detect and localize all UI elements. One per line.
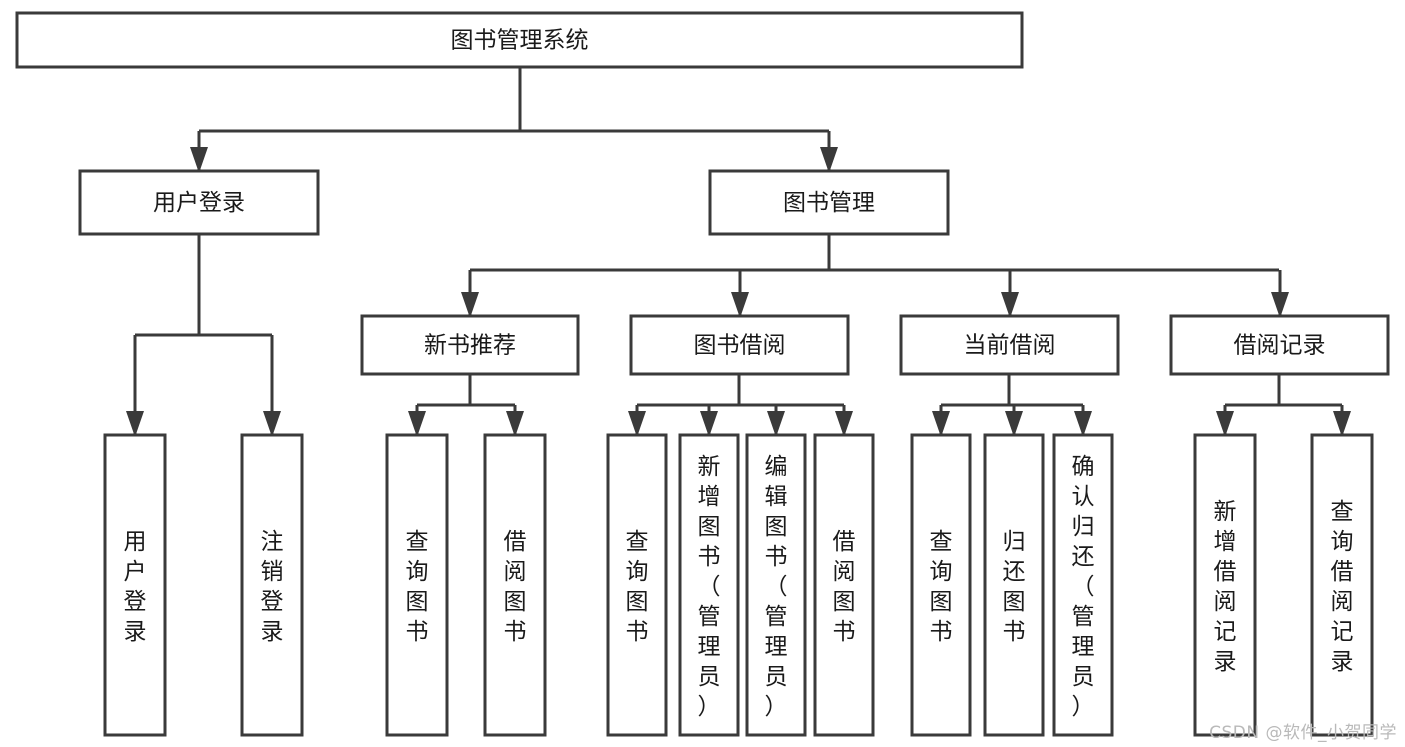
arrow-down-icon-book-borrow xyxy=(731,292,749,318)
node-box-leaf-query-borrow-record xyxy=(1310,433,1374,737)
node-box-leaf-query-book-cur xyxy=(910,433,972,737)
node-leaf-add-book-admin[interactable]: 新增图书（管理员） xyxy=(678,433,740,737)
node-leaf-user-logout[interactable]: 注销登录 xyxy=(240,433,304,737)
node-box-new-book-recommend xyxy=(360,314,580,376)
node-label-current-borrow: 当前借阅 xyxy=(964,333,1056,359)
arrow-down-icon-leaf-add-book-admin xyxy=(700,411,718,437)
node-leaf-return-book[interactable]: 归还图书 xyxy=(983,433,1045,737)
node-leaf-borrow-book-rec[interactable]: 借阅图书 xyxy=(483,433,547,737)
node-label-leaf-confirm-return-admin: 确认归还（管理员） xyxy=(1072,454,1095,720)
node-new-book-recommend[interactable]: 新书推荐 xyxy=(360,314,580,376)
node-leaf-query-book-rec[interactable]: 查询图书 xyxy=(385,433,449,737)
arrow-down-icon-leaf-return-book xyxy=(1005,411,1023,437)
connectors-layer xyxy=(126,67,1351,437)
node-box-leaf-return-book xyxy=(983,433,1045,737)
node-leaf-user-login[interactable]: 用户登录 xyxy=(103,433,167,737)
node-leaf-borrow-book-bor[interactable]: 借阅图书 xyxy=(813,433,875,737)
arrow-down-icon-leaf-user-logout xyxy=(263,411,281,437)
node-label-leaf-user-login: 用户登录 xyxy=(124,529,147,645)
node-label-leaf-query-book-bor: 查询图书 xyxy=(626,529,649,645)
node-label-leaf-borrow-book-bor: 借阅图书 xyxy=(833,529,856,645)
node-box-leaf-user-login xyxy=(103,433,167,737)
arrow-down-icon-book-manage xyxy=(820,147,838,173)
arrow-down-icon-leaf-user-login xyxy=(126,411,144,437)
arrow-down-icon-leaf-query-book-rec xyxy=(408,411,426,437)
node-label-new-book-recommend: 新书推荐 xyxy=(424,333,516,359)
arrow-down-icon-leaf-edit-book-admin xyxy=(767,411,785,437)
node-label-leaf-query-book-rec: 查询图书 xyxy=(406,529,429,645)
node-leaf-confirm-return-admin[interactable]: 确认归还（管理员） xyxy=(1052,433,1114,737)
node-label-leaf-add-book-admin: 新增图书（管理员） xyxy=(698,454,721,720)
nodes-layer: 图书管理系统用户登录图书管理新书推荐图书借阅当前借阅借阅记录用户登录注销登录查询… xyxy=(15,11,1390,737)
node-leaf-query-borrow-record[interactable]: 查询借阅记录 xyxy=(1310,433,1374,737)
node-box-book-borrow xyxy=(629,314,850,376)
node-box-borrow-record xyxy=(1169,314,1390,376)
node-box-leaf-borrow-book-rec xyxy=(483,433,547,737)
arrow-down-icon-leaf-add-borrow-record xyxy=(1216,411,1234,437)
node-label-book-borrow: 图书借阅 xyxy=(694,333,786,359)
arrow-down-icon-leaf-query-book-cur xyxy=(932,411,950,437)
node-label-borrow-record: 借阅记录 xyxy=(1234,333,1326,359)
node-box-leaf-user-logout xyxy=(240,433,304,737)
node-box-current-borrow xyxy=(899,314,1120,376)
node-leaf-add-borrow-record[interactable]: 新增借阅记录 xyxy=(1193,433,1257,737)
node-label-root: 图书管理系统 xyxy=(451,28,589,54)
arrow-down-icon-new-book-recommend xyxy=(461,292,479,318)
node-current-borrow[interactable]: 当前借阅 xyxy=(899,314,1120,376)
node-root[interactable]: 图书管理系统 xyxy=(15,11,1024,69)
node-book-manage[interactable]: 图书管理 xyxy=(708,169,950,236)
node-label-book-manage: 图书管理 xyxy=(783,190,875,216)
node-label-leaf-edit-book-admin: 编辑图书（管理员） xyxy=(765,454,788,720)
node-borrow-record[interactable]: 借阅记录 xyxy=(1169,314,1390,376)
node-leaf-edit-book-admin[interactable]: 编辑图书（管理员） xyxy=(745,433,807,737)
arrow-down-icon-leaf-borrow-book-bor xyxy=(835,411,853,437)
node-box-book-manage xyxy=(708,169,950,236)
arrow-down-icon-leaf-query-book-bor xyxy=(628,411,646,437)
node-leaf-query-book-bor[interactable]: 查询图书 xyxy=(606,433,668,737)
node-box-leaf-add-book-admin xyxy=(678,433,740,737)
node-box-root xyxy=(15,11,1024,69)
node-label-leaf-add-borrow-record: 新增借阅记录 xyxy=(1214,499,1237,675)
node-label-user-login: 用户登录 xyxy=(153,190,245,216)
node-box-leaf-query-book-bor xyxy=(606,433,668,737)
node-label-leaf-borrow-book-rec: 借阅图书 xyxy=(504,529,527,645)
csdn-watermark: CSDN @软件_小贺同学 xyxy=(1209,723,1397,743)
node-box-leaf-edit-book-admin xyxy=(745,433,807,737)
node-box-leaf-borrow-book-bor xyxy=(813,433,875,737)
arrow-down-icon-user-login xyxy=(190,147,208,173)
node-box-user-login xyxy=(78,169,320,236)
arrow-down-icon-current-borrow xyxy=(1001,292,1019,318)
arrow-down-icon-leaf-confirm-return-admin xyxy=(1074,411,1092,437)
node-box-leaf-query-book-rec xyxy=(385,433,449,737)
node-label-leaf-return-book: 归还图书 xyxy=(1003,529,1026,645)
node-box-leaf-confirm-return-admin xyxy=(1052,433,1114,737)
arrow-down-icon-borrow-record xyxy=(1271,292,1289,318)
arrow-down-icon-leaf-query-borrow-record xyxy=(1333,411,1351,437)
node-label-leaf-user-logout: 注销登录 xyxy=(261,529,284,645)
arrow-down-icon-leaf-borrow-book-rec xyxy=(506,411,524,437)
node-label-leaf-query-borrow-record: 查询借阅记录 xyxy=(1331,499,1354,675)
node-user-login[interactable]: 用户登录 xyxy=(78,169,320,236)
node-label-leaf-query-book-cur: 查询图书 xyxy=(930,529,953,645)
node-box-leaf-add-borrow-record xyxy=(1193,433,1257,737)
node-book-borrow[interactable]: 图书借阅 xyxy=(629,314,850,376)
node-leaf-query-book-cur[interactable]: 查询图书 xyxy=(910,433,972,737)
